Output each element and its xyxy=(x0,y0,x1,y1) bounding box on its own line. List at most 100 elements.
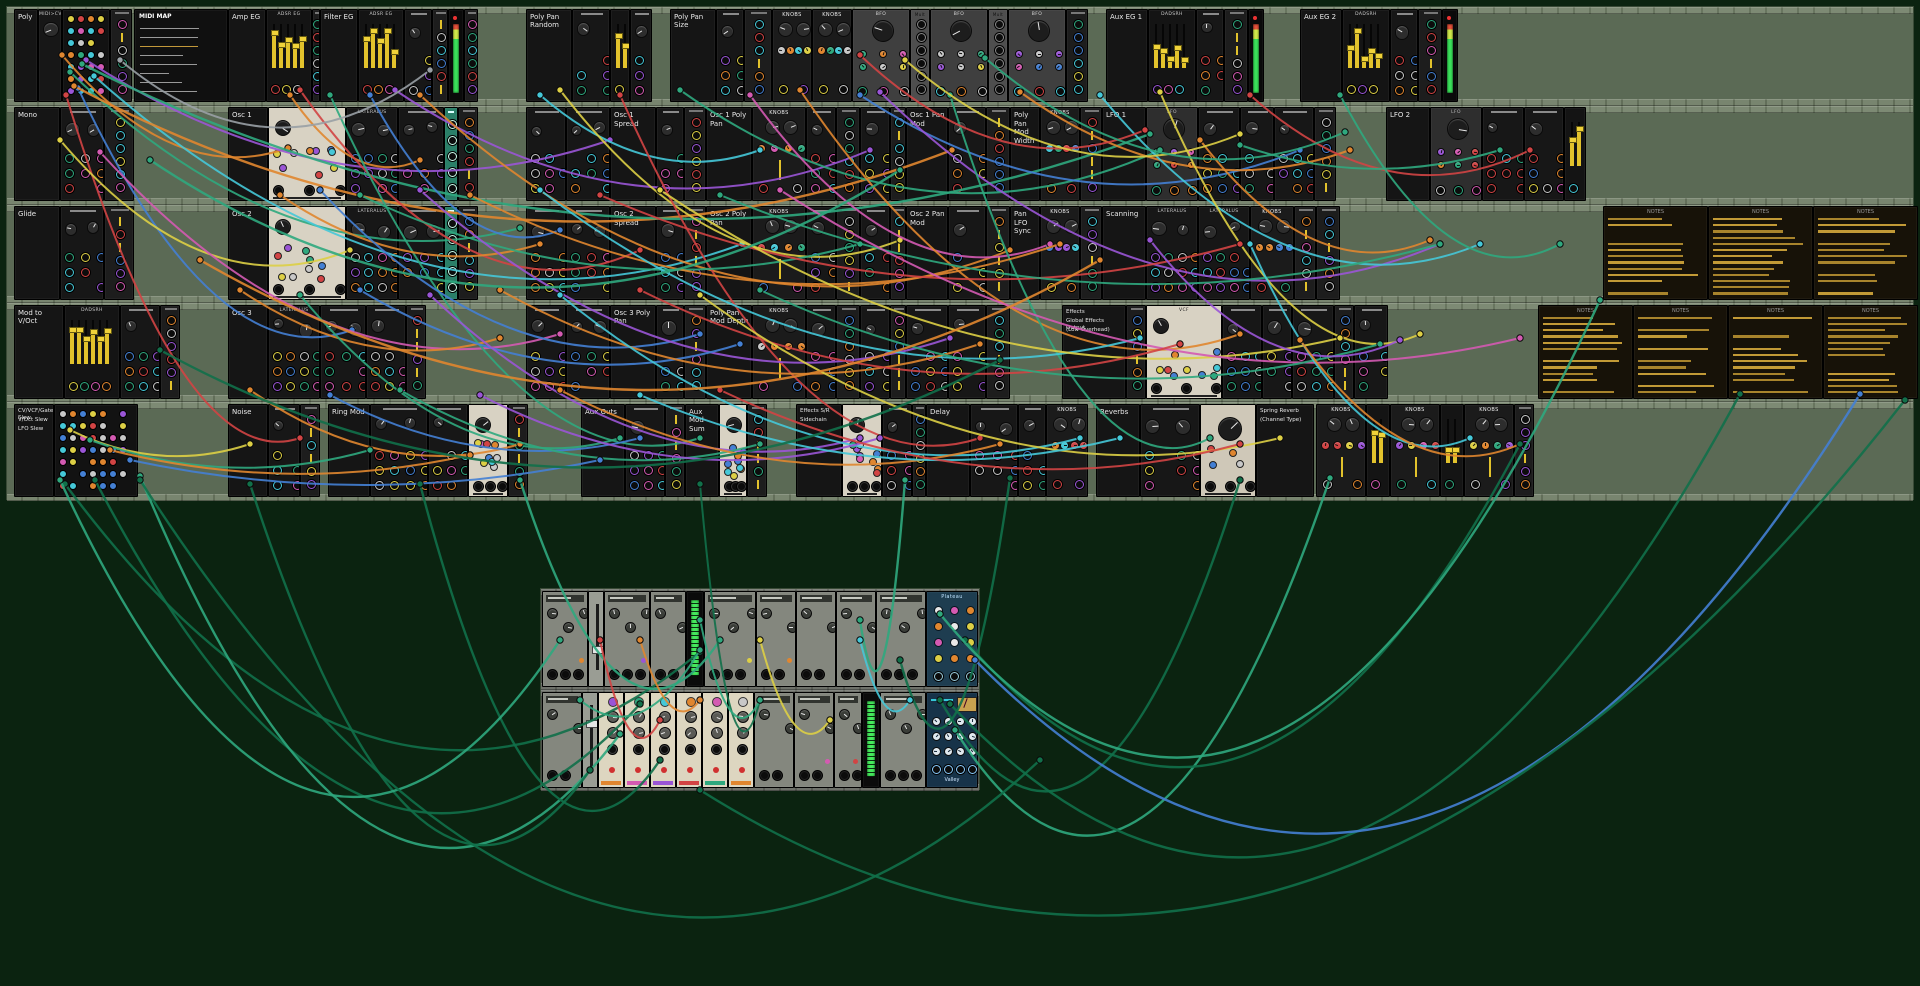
knob[interactable] xyxy=(1145,418,1161,435)
module-dadsrh[interactable]: DADSRH xyxy=(1148,8,1196,103)
jack[interactable] xyxy=(545,366,554,376)
mini-jack[interactable] xyxy=(119,469,127,478)
module-strip[interactable] xyxy=(836,206,860,300)
jack[interactable] xyxy=(465,183,474,193)
slider-handle[interactable] xyxy=(1378,431,1386,438)
jack[interactable] xyxy=(1056,87,1065,97)
jack[interactable] xyxy=(125,366,134,376)
knob[interactable] xyxy=(937,62,945,71)
module-delay[interactable]: Delay xyxy=(926,403,970,498)
jack[interactable] xyxy=(461,465,467,475)
module-adsr-eg[interactable]: ADSR EG xyxy=(358,8,404,103)
jack[interactable] xyxy=(515,440,524,450)
jack[interactable] xyxy=(603,283,609,293)
jack[interactable] xyxy=(433,480,442,490)
jack[interactable] xyxy=(845,367,854,377)
jack[interactable] xyxy=(1164,85,1173,95)
jack[interactable] xyxy=(1203,154,1212,164)
jack[interactable] xyxy=(978,87,987,97)
jack[interactable] xyxy=(286,381,296,391)
knob[interactable] xyxy=(859,49,867,58)
module-gray[interactable] xyxy=(794,691,834,788)
module-knobs[interactable]: KNOBS xyxy=(1040,206,1080,300)
jack[interactable] xyxy=(139,351,148,361)
jack[interactable] xyxy=(1411,85,1417,95)
mini-jack[interactable] xyxy=(97,62,105,71)
module-midi-map[interactable]: MIDI MAP xyxy=(134,8,228,103)
mini-knob[interactable] xyxy=(934,653,943,663)
jack[interactable] xyxy=(273,351,282,361)
jack[interactable] xyxy=(531,184,540,194)
knob[interactable] xyxy=(1357,440,1365,450)
module-blk[interactable] xyxy=(656,304,684,399)
knob[interactable] xyxy=(1023,418,1037,432)
knob[interactable] xyxy=(1175,419,1191,435)
jack[interactable] xyxy=(905,450,911,460)
jack[interactable] xyxy=(692,217,701,227)
knob[interactable] xyxy=(783,144,793,154)
jack[interactable] xyxy=(1297,351,1306,361)
module-osc-2-pan-mod[interactable]: Osc 2 Pan Mod xyxy=(906,206,948,300)
knob[interactable] xyxy=(1071,243,1079,253)
jack[interactable] xyxy=(1218,169,1227,179)
jack[interactable] xyxy=(545,381,554,391)
jack[interactable] xyxy=(811,268,820,278)
knob[interactable] xyxy=(794,45,804,55)
module-lt[interactable] xyxy=(268,107,346,202)
jack[interactable] xyxy=(658,480,664,490)
jack[interactable] xyxy=(845,341,854,351)
jack[interactable] xyxy=(391,154,397,164)
jack[interactable] xyxy=(672,479,681,489)
module-strip[interactable] xyxy=(508,403,528,498)
jack[interactable] xyxy=(865,268,874,278)
jack[interactable] xyxy=(559,283,565,293)
knob[interactable] xyxy=(1187,161,1195,170)
module-blk[interactable] xyxy=(526,304,566,399)
jack[interactable] xyxy=(1322,144,1331,154)
jack[interactable] xyxy=(899,770,908,780)
mini-knob[interactable] xyxy=(724,459,733,468)
module-teal[interactable] xyxy=(444,206,458,300)
module-bfo[interactable]: BFO xyxy=(1008,8,1066,103)
jack[interactable] xyxy=(677,169,683,179)
jack[interactable] xyxy=(1203,184,1212,194)
knob[interactable] xyxy=(426,223,442,240)
jack[interactable] xyxy=(865,381,874,391)
jack[interactable] xyxy=(448,184,457,194)
fader-handle[interactable] xyxy=(586,720,597,729)
knob[interactable] xyxy=(770,341,780,351)
jack[interactable] xyxy=(1557,154,1563,164)
knob[interactable] xyxy=(607,726,619,739)
jack[interactable] xyxy=(692,328,701,338)
jack[interactable] xyxy=(723,669,732,679)
module-gray[interactable] xyxy=(704,590,756,687)
module-blk[interactable] xyxy=(656,206,684,300)
jack[interactable] xyxy=(420,184,429,194)
jack[interactable] xyxy=(437,268,443,278)
jack[interactable] xyxy=(895,118,904,128)
mini-knob[interactable] xyxy=(1170,350,1179,359)
module-strip[interactable] xyxy=(836,304,860,399)
module-blk[interactable] xyxy=(120,304,160,399)
jack[interactable] xyxy=(979,351,985,361)
knob[interactable] xyxy=(273,419,285,432)
knob[interactable] xyxy=(953,318,966,332)
jack[interactable] xyxy=(1088,183,1097,193)
jack[interactable] xyxy=(139,381,148,391)
module-blk[interactable] xyxy=(970,403,1018,498)
module-lt[interactable] xyxy=(842,403,882,498)
knob[interactable] xyxy=(787,621,795,633)
knob[interactable] xyxy=(785,45,795,55)
jack[interactable] xyxy=(1293,184,1302,194)
jack[interactable] xyxy=(839,85,848,95)
jack[interactable] xyxy=(468,19,477,29)
jack[interactable] xyxy=(995,341,1004,351)
mini-knob[interactable] xyxy=(950,653,959,663)
jack[interactable] xyxy=(293,465,299,475)
jack[interactable] xyxy=(603,351,609,361)
module-aux-eg-1[interactable]: Aux EG 1 xyxy=(1106,8,1148,103)
jack[interactable] xyxy=(644,450,653,460)
jack[interactable] xyxy=(1529,169,1538,179)
jack[interactable] xyxy=(941,381,947,391)
knob[interactable] xyxy=(783,317,798,333)
